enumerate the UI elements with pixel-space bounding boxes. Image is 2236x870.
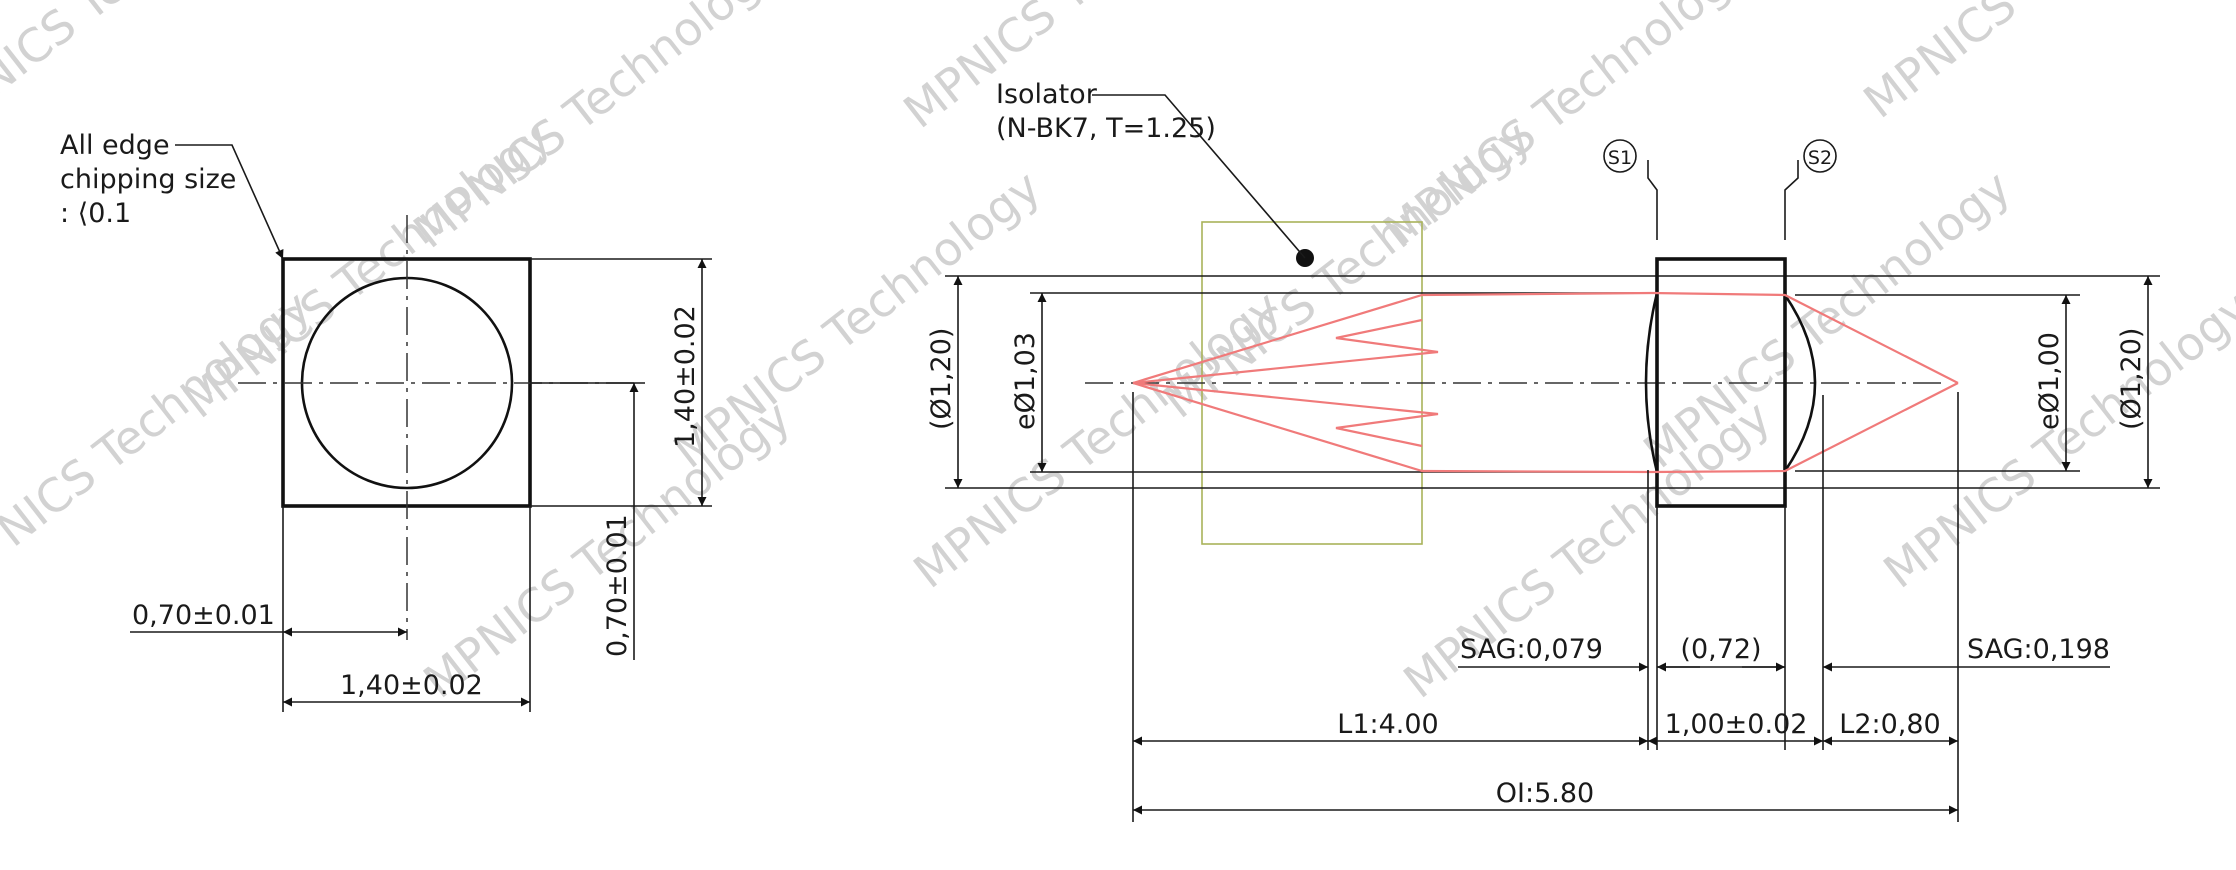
front-view: All edge chipping size : ⟨0.1 0,70±0.01 …: [60, 130, 712, 712]
lens-surface-s2: [1783, 294, 1817, 472]
dim-eff-diameter-left: eØ1,03: [1010, 332, 1041, 430]
surface-marker-s1: [1603, 139, 1637, 173]
dim-outer-diameter-right: (Ø1,20): [2116, 328, 2147, 430]
ray-lower: [1132, 381, 1959, 474]
dim-lens-thickness: 1,00±0.02: [1665, 709, 1808, 740]
watermark-text: MPNICS Technology: [1634, 160, 2021, 479]
chipping-note-line2: chipping size: [60, 164, 236, 195]
isolator-note-line2: (N-BK7, T=1.25): [996, 113, 1216, 144]
ray-reflection-upper: [1132, 318, 1439, 385]
dim-eff-diameter-right: eØ1,00: [2034, 332, 2065, 430]
dim-center-thickness: (0,72): [1680, 634, 1761, 665]
watermark-text: MPNICS Technology: [174, 110, 561, 429]
surface-marker-s2: [1803, 139, 1837, 173]
dim-sag-s2: SAG:0,198: [1967, 634, 2110, 665]
chipping-note-line3: : ⟨0.1: [60, 198, 131, 229]
watermark-text: MPNICS Technology: [1154, 110, 1541, 429]
dim-height: 1,40±0.02: [670, 305, 701, 448]
ray-upper: [1132, 291, 1959, 385]
dim-width: 1,40±0.02: [340, 670, 483, 701]
dim-half-height: 0,70±0.01: [602, 514, 633, 657]
chipping-leader: [175, 144, 284, 260]
isolator-leader: [1092, 94, 1306, 259]
side-view: Isolator (N-BK7, T=1.25) S1 S2 (Ø1,20) e…: [926, 79, 2160, 822]
s1-leader: [1647, 160, 1658, 240]
surface-marker-s1-label: S1: [1608, 147, 1632, 169]
isolator-note-line1: Isolator: [996, 79, 1098, 110]
dim-outer-diameter-left: (Ø1,20): [926, 328, 957, 430]
lens-surface-s1: [1644, 292, 1659, 473]
lens-body: [1655, 257, 1787, 508]
dim-l1: L1:4.00: [1337, 709, 1438, 740]
dim-oi: OI:5.80: [1496, 778, 1594, 809]
ray-reflection-lower: [1132, 381, 1439, 448]
watermark-text: MPNICS Technology: [0, 0, 301, 149]
dim-sag-s1: SAG:0,079: [1460, 634, 1603, 665]
dim-l2: L2:0,80: [1839, 709, 1940, 740]
dim-half-width: 0,70±0.01: [132, 600, 275, 631]
surface-marker-s2-label: S2: [1808, 147, 1832, 169]
chipping-note-line1: All edge: [60, 130, 170, 161]
watermark-text: MPNICS Technology: [1874, 280, 2236, 599]
s2-leader: [1784, 160, 1799, 240]
watermark-text: MPNICS Technology: [1854, 0, 2236, 129]
watermark-text: MPNICS Technology: [664, 160, 1051, 479]
